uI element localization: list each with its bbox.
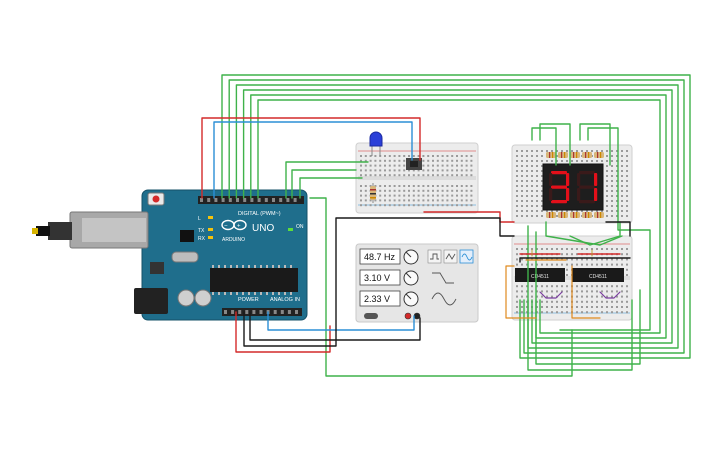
amplitude-display [359, 269, 401, 286]
segment-f [577, 173, 581, 186]
svg-text:−: − [224, 224, 228, 230]
offset-wave-icon [431, 292, 457, 306]
crystal [171, 251, 199, 263]
output-positive-terminal[interactable] [404, 312, 412, 320]
rx-label: RX [198, 236, 206, 242]
function-generator[interactable]: 48.7 Hz 3.10 V 2.33 V [355, 243, 479, 323]
usb-plug [48, 222, 72, 240]
offset-readout: 2.33 V [364, 294, 390, 304]
analog-label: ANALOG IN [270, 297, 300, 303]
uno-model: UNO [252, 223, 274, 234]
ic-left-label: CD4511 [531, 274, 549, 280]
arduino-brand: ARDUINO [222, 237, 245, 243]
digit-left [549, 171, 570, 204]
ic-left[interactable]: CD4511 [515, 268, 565, 282]
digital-label: DIGITAL (PWM~) [238, 211, 281, 217]
power-switch[interactable] [364, 313, 378, 319]
frequency-readout: 48.7 Hz [364, 252, 396, 262]
power-label: POWER [238, 297, 259, 303]
resistor[interactable] [370, 183, 376, 203]
amplitude-ramp-icon [432, 272, 454, 284]
usb-chip [180, 230, 194, 242]
blue-led[interactable] [369, 131, 383, 156]
segment-g [579, 185, 595, 189]
segment-g [551, 185, 567, 189]
regulator [150, 262, 164, 274]
capacitor-left [177, 289, 195, 307]
triangle-wave-button[interactable] [443, 249, 458, 264]
on-label: ON [296, 224, 304, 230]
segment-d [579, 200, 595, 204]
power-jack[interactable] [134, 288, 168, 314]
capacitor-right [194, 289, 212, 307]
square-wave-button[interactable] [427, 249, 442, 264]
push-button[interactable] [406, 158, 422, 170]
sine-wave-button[interactable] [459, 249, 474, 264]
segment-a [551, 171, 567, 175]
segment-c [566, 188, 570, 201]
ic-right[interactable]: CD4511 [572, 268, 624, 282]
square-wave-icon [430, 253, 439, 260]
output-negative-terminal[interactable] [413, 312, 421, 320]
segment-a [579, 171, 595, 175]
arduino-logo-icon: − + [221, 219, 247, 231]
triangle-wave-icon [445, 253, 456, 260]
segment-f [549, 173, 553, 186]
svg-text:+: + [237, 224, 241, 230]
ic-right-label: CD4511 [589, 274, 607, 280]
l-label: L [198, 216, 201, 222]
segment-e [577, 188, 581, 201]
digit-right [577, 171, 598, 204]
segment-b [594, 173, 598, 186]
offset-display [359, 290, 401, 307]
frequency-display [359, 248, 401, 265]
segment-c [594, 188, 598, 201]
segment-e [549, 188, 553, 201]
arduino-uno[interactable]: DIGITAL (PWM~) TX RX L ON − + ARDUINO UN… [32, 189, 308, 321]
segment-b [566, 173, 570, 186]
wires[interactable] [201, 74, 691, 377]
breadboard-small[interactable] [355, 142, 479, 214]
amplitude-readout: 3.10 V [364, 273, 390, 283]
sine-wave-icon [461, 253, 473, 261]
atmega-chip [210, 268, 298, 292]
segment-d [551, 200, 567, 204]
seven-segment-display [542, 163, 604, 211]
tx-label: TX [198, 228, 205, 234]
